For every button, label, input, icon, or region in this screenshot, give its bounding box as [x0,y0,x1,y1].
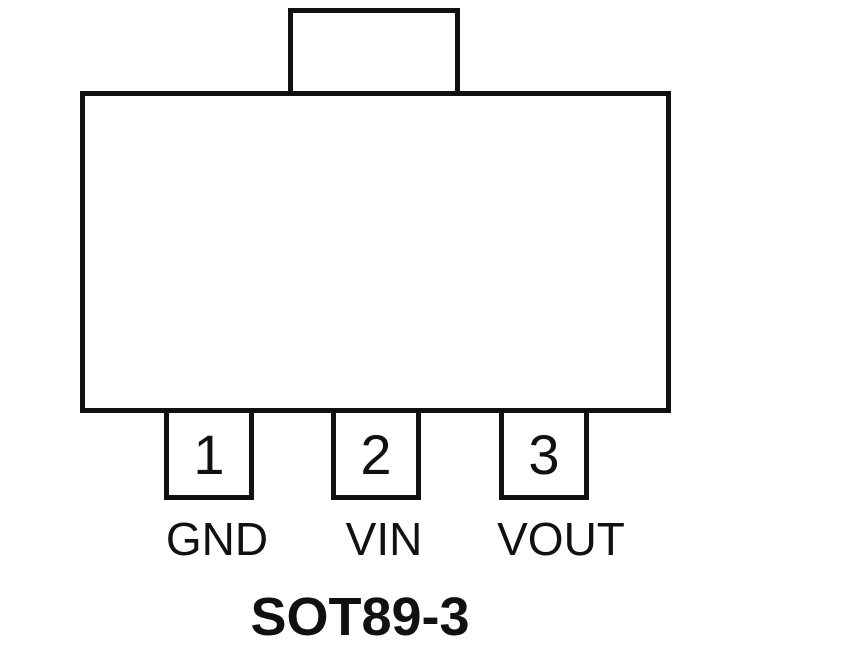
pin-1-number: 1 [193,423,225,486]
pin-1: 1 [164,408,254,500]
pin-1-label: GND [165,513,269,565]
pin-2-number: 2 [360,423,392,486]
package-body [80,91,671,413]
pin-3: 3 [499,408,589,500]
package-name: SOT89-3 [250,587,470,647]
pin-2-label: VIN [345,513,423,565]
pin-3-label: VOUT [497,513,625,565]
pin-2: 2 [331,408,421,500]
pin-3-number: 3 [528,423,560,486]
package-tab [288,8,460,94]
